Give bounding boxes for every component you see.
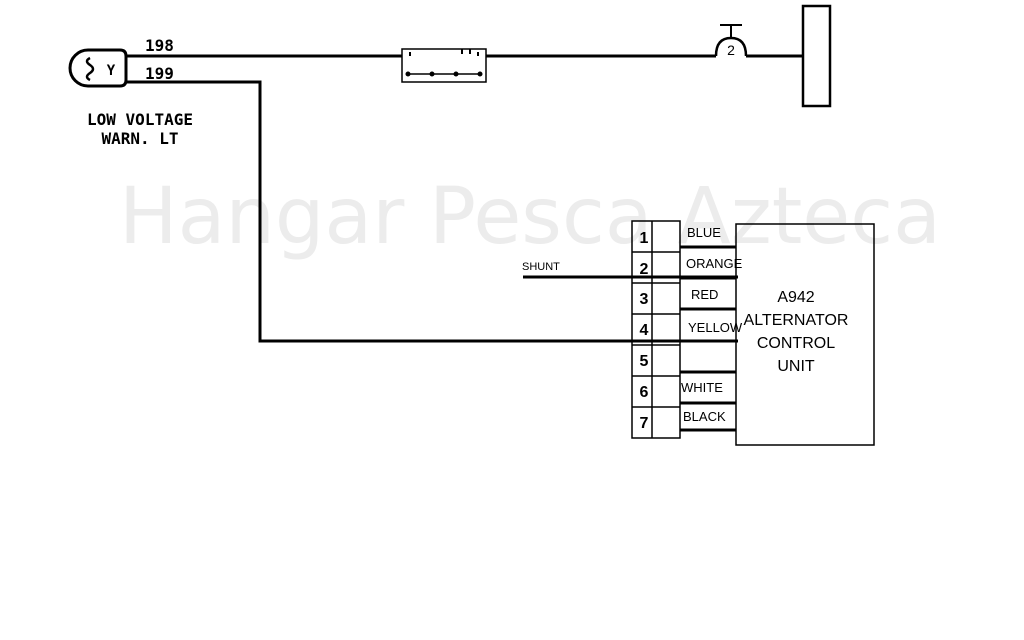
pin-number: 6	[640, 384, 649, 401]
wire-color-label: YELLOW	[688, 320, 743, 335]
pin-wires	[680, 245, 736, 432]
lamp-letter: Y	[107, 63, 116, 79]
lamp-label-line2: WARN. LT	[101, 129, 178, 148]
pin-number: 4	[640, 322, 649, 339]
fuse-icon	[714, 24, 748, 57]
wire-color-label: BLACK	[683, 409, 726, 424]
wire-199	[148, 80, 738, 343]
wire-color-label: ORANGE	[686, 256, 743, 271]
unit-label-line2: ALTERNATOR	[744, 312, 849, 329]
lamp-label-line1: LOW VOLTAGE	[87, 110, 193, 129]
fuse-number: 2	[727, 42, 735, 58]
alternator-control-unit-box	[735, 223, 875, 446]
pin-number: 5	[640, 353, 649, 370]
connector-block	[631, 220, 681, 439]
wire-198-label: 198	[145, 36, 174, 55]
wire-199-label: 199	[145, 64, 174, 83]
pin-number: 2	[640, 261, 649, 278]
pin-number: 7	[640, 415, 649, 432]
pin-number: 1	[640, 230, 649, 247]
shunt-label: SHUNT	[522, 261, 560, 273]
warning-lamp-icon	[68, 48, 148, 88]
unit-label-line3: CONTROL	[757, 335, 835, 352]
unit-label-line1: A942	[777, 289, 814, 306]
terminal-bar	[801, 4, 832, 108]
unit-label-line4: UNIT	[777, 358, 815, 375]
watermark: Hangar Pesca Azteca	[119, 172, 941, 262]
switch-icon	[401, 48, 487, 83]
wire-color-label: RED	[691, 287, 718, 302]
wire-color-label: BLUE	[687, 225, 721, 240]
pin-number: 3	[640, 291, 649, 308]
wire-color-label: WHITE	[681, 380, 723, 395]
